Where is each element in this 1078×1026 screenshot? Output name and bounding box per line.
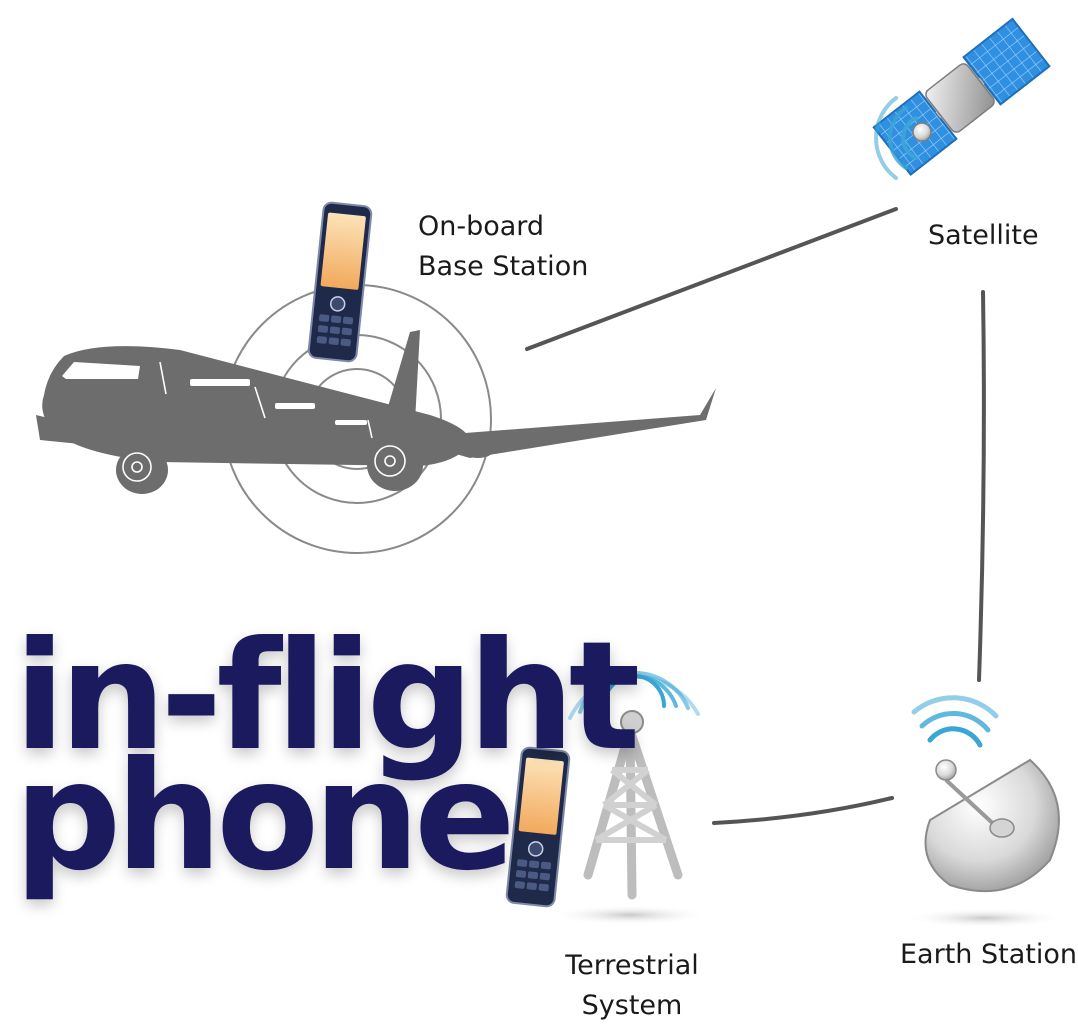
satellite-dish-icon (905, 695, 1065, 928)
label-onboard-base-station: On-board Base Station (418, 207, 588, 287)
link-earth-station-terrestrial (712, 796, 894, 825)
label-onboard-line2: Base Station (418, 251, 589, 282)
label-satellite: Satellite (928, 220, 1039, 251)
mobile-phone-icon (307, 201, 373, 363)
satellite-icon (872, 17, 1051, 180)
airplane-windows (62, 362, 367, 425)
airplane-details (122, 361, 406, 482)
title-line-2: phone (14, 730, 516, 904)
title-line-1: in-flight (14, 610, 640, 784)
label-terrestrial-line1: Terrestrial (565, 950, 699, 981)
radio-tower-icon (550, 671, 710, 925)
mobile-phone-icon (505, 746, 571, 908)
link-satellite-earth-station (977, 290, 986, 682)
link-lines (525, 207, 986, 825)
label-onboard-line1: On-board (418, 211, 545, 242)
link-airplane-satellite (525, 207, 898, 351)
airplane-icon (36, 330, 716, 494)
label-terrestrial-system: Terrestrial System (552, 946, 712, 1026)
label-earth-station: Earth Station (900, 939, 1077, 970)
label-terrestrial-line2: System (581, 990, 683, 1021)
